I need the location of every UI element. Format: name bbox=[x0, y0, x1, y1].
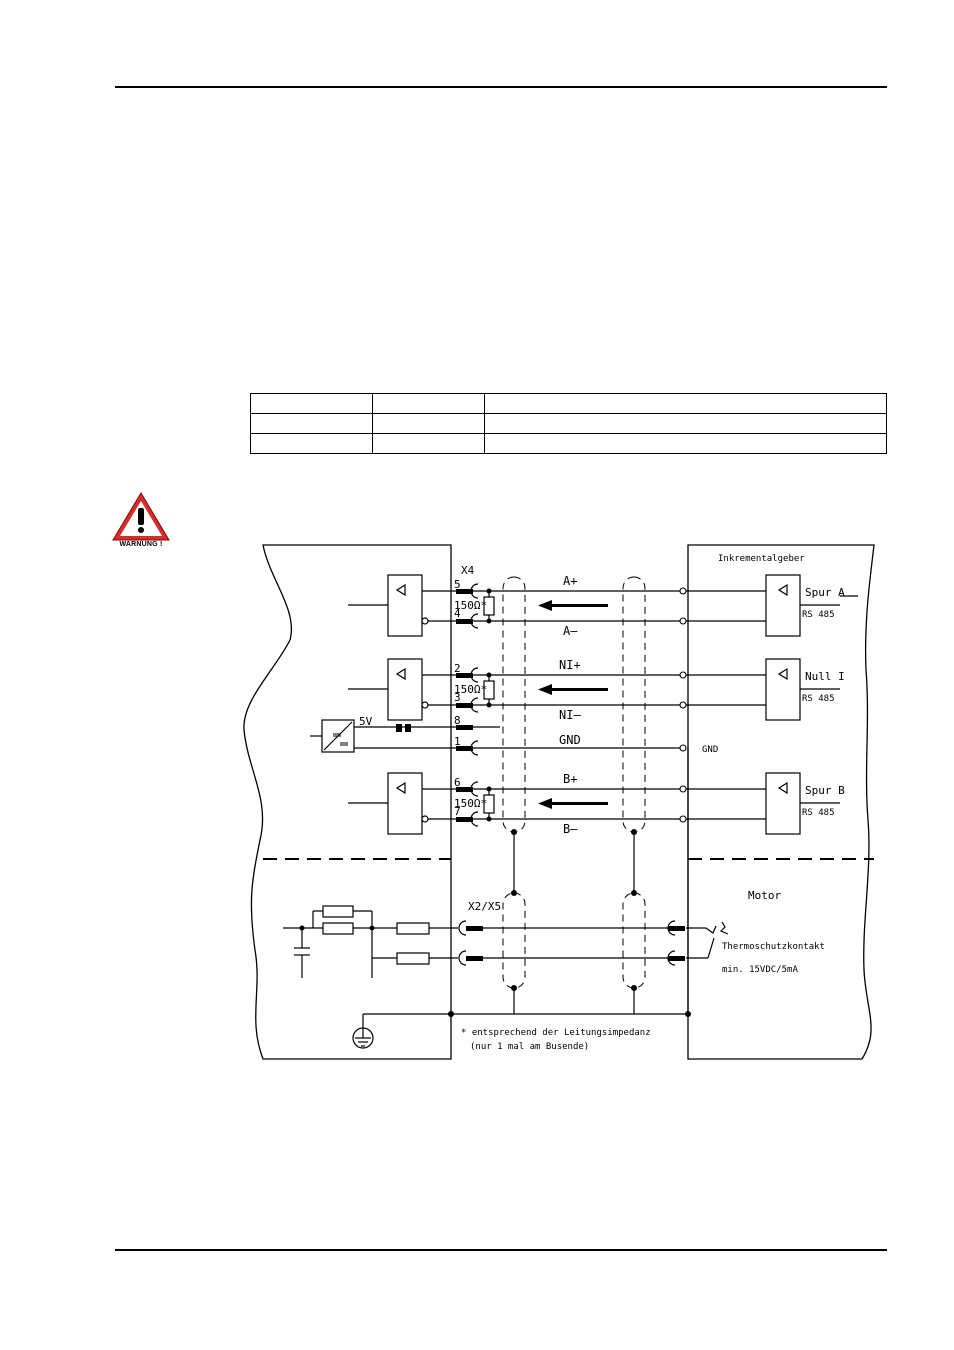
ground-icon bbox=[352, 1027, 374, 1049]
resistor-label: 150Ω* bbox=[454, 797, 487, 810]
warning-triangle-icon bbox=[112, 492, 170, 541]
motor-title: Motor bbox=[748, 889, 781, 902]
footnote-line-1: * entsprechend der Leitungsimpedanz bbox=[461, 1028, 651, 1038]
resistor-label: 150Ω* bbox=[454, 683, 487, 696]
header-rule bbox=[115, 86, 887, 88]
signal-b-minus-label: B– bbox=[563, 822, 578, 836]
footer-rule bbox=[115, 1249, 887, 1251]
signal-n-plus-label: NI+ bbox=[559, 658, 581, 672]
table-row bbox=[250, 433, 887, 454]
table-row bbox=[250, 393, 887, 414]
pin-6-label: 6 bbox=[454, 776, 461, 789]
pin-1-label: 1 bbox=[454, 735, 461, 748]
signal-b-plus-label: B+ bbox=[563, 772, 577, 786]
pin-3-label: 3 bbox=[454, 691, 461, 704]
pin-5-label: 5 bbox=[454, 578, 461, 591]
connector-x2x5-label: X2/X5 bbox=[468, 900, 501, 913]
pin-2-label: 2 bbox=[454, 662, 461, 675]
channel-spur-b-label: Spur B bbox=[805, 784, 845, 797]
pin-8-label: 8 bbox=[454, 714, 461, 727]
signal-a-minus-label: A– bbox=[563, 624, 578, 638]
rs485-label: RS 485 bbox=[802, 808, 835, 818]
channel-spur-a-label: Spur A bbox=[805, 586, 845, 599]
resistor-label: 150Ω* bbox=[454, 599, 487, 612]
spec-table bbox=[250, 393, 887, 454]
supply-5v-label: 5V bbox=[359, 715, 373, 728]
channel-null-i-label: Null I bbox=[805, 670, 845, 683]
rs485-label: RS 485 bbox=[802, 610, 835, 620]
table-cell bbox=[484, 433, 887, 454]
connector-x4-label: X4 bbox=[461, 564, 475, 577]
thermo-rating-label: min. 15VDC/5mA bbox=[722, 965, 798, 975]
warning-label: WARNUNG ! bbox=[119, 541, 163, 548]
signal-gnd-label: GND bbox=[559, 733, 581, 747]
thermo-contact-label: Thermoschutzkontakt bbox=[722, 942, 825, 952]
gnd-right-label: GND bbox=[702, 745, 718, 755]
rs485-label: RS 485 bbox=[802, 694, 835, 704]
signal-a-plus-label: A+ bbox=[563, 574, 577, 588]
pin-4-label: 4 bbox=[454, 607, 461, 620]
encoder-title: Inkrementalgeber bbox=[718, 554, 805, 564]
footnote-line-2: (nur 1 mal am Busende) bbox=[470, 1042, 589, 1052]
signal-n-minus-label: NI– bbox=[559, 708, 581, 722]
pin-7-label: 7 bbox=[454, 805, 461, 818]
